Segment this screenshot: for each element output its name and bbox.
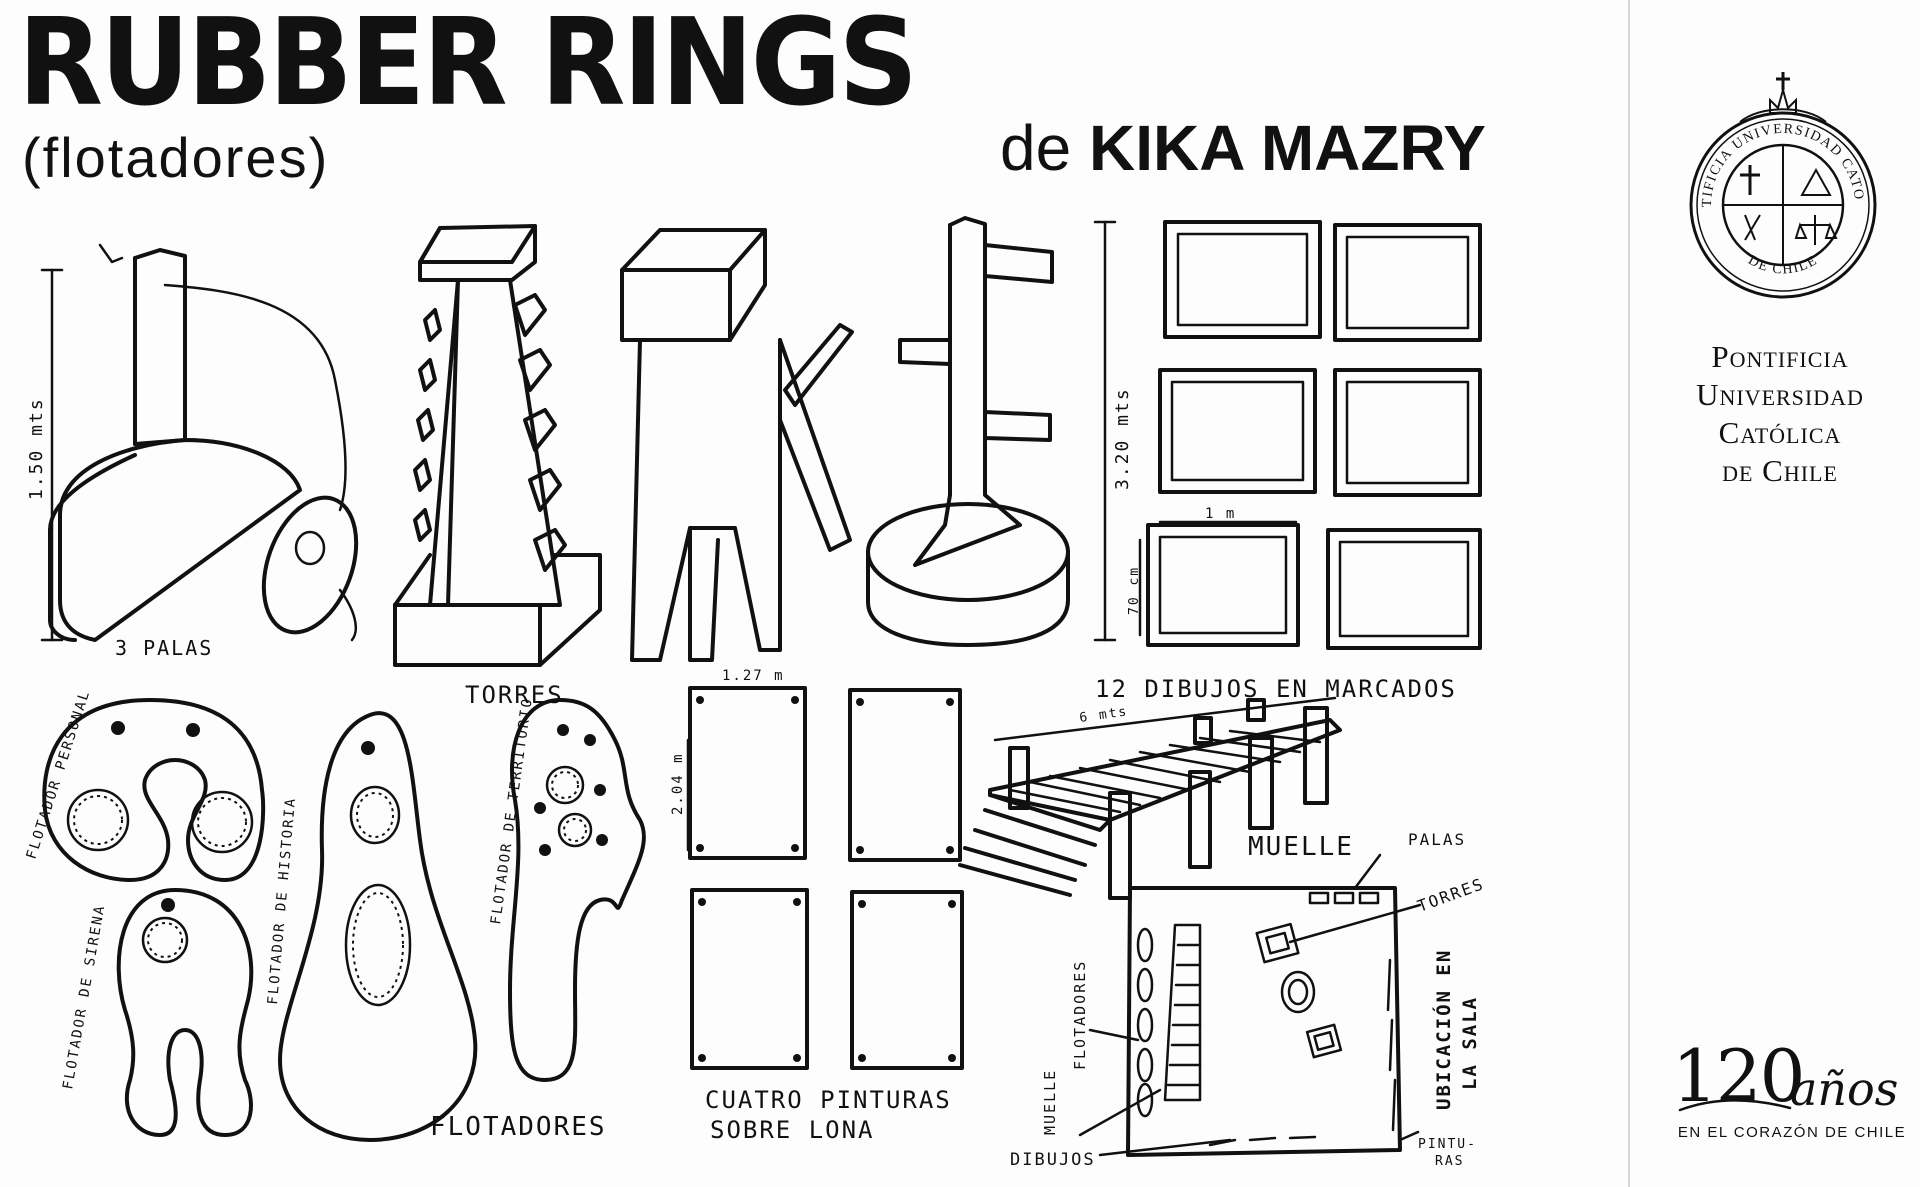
frames-height-label: 3.20 mts	[1112, 387, 1133, 490]
university-name-line-4: de Chile	[1722, 453, 1838, 488]
exhibition-subtitle: (flotadores)	[22, 126, 330, 189]
plan-muelle-label: MUELLE	[1041, 1069, 1059, 1135]
flotador-territorio-label: FLOTADOR DE TERRITORIO	[488, 696, 536, 925]
pinturas-caption-line-1: CUATRO PINTURAS	[705, 1086, 952, 1114]
anniversary-swoosh-icon	[1678, 1099, 1792, 1112]
pinturas-caption-line-2: SOBRE LONA	[710, 1116, 875, 1144]
flotador-personal-label: FLOTADOR PERSONAL	[24, 688, 94, 862]
canvas-width-label: 1.27 m	[722, 668, 785, 684]
plan-ubicacion-label-2: LA SALA	[1459, 996, 1481, 1090]
frame-height-label: 70 cm	[1127, 566, 1142, 615]
university-seal-icon: PONTIFICIA UNIVERSIDAD CATOLICA DE CHILE	[0, 0, 1877, 299]
plan-ubicacion-label-1: UBICACIÓN EN	[1431, 949, 1455, 1110]
seal-text-top: PONTIFICIA UNIVERSIDAD CATOLICA	[0, 0, 1866, 207]
plan-flotadores-label: FLOTADORES	[1071, 960, 1089, 1070]
flotadores-sketch	[42, 698, 646, 1142]
university-name: Pontificia Universidad Católica de Chile	[1640, 338, 1920, 490]
torres-caption: TORRES	[465, 681, 564, 709]
torre-3-sketch	[866, 216, 1070, 647]
canvas-height-label: 2.04 m	[670, 752, 686, 815]
palas-height-label: 1.50 mts	[26, 397, 47, 500]
pala-sketch	[40, 243, 359, 642]
pinturas-sketch	[686, 686, 964, 1070]
artist-prefix: de	[1000, 112, 1072, 184]
muelle-length-label: 6 mts	[1078, 704, 1129, 726]
floor-plan-sketch	[1078, 853, 1422, 1157]
muelle-sketch	[958, 696, 1342, 900]
exhibition-title: RUBBER RINGS	[18, 0, 918, 133]
university-name-line-3: Católica	[1718, 415, 1842, 450]
torre-2-sketch	[620, 228, 854, 662]
muelle-caption: MUELLE	[1248, 832, 1354, 862]
sidebar-divider	[1628, 0, 1630, 1187]
plan-torres-label: TORRES	[1415, 874, 1487, 916]
frames-caption: 12 DIBUJOS EN MARCADOS	[1095, 675, 1457, 703]
plan-palas-label: PALAS	[1408, 830, 1466, 849]
plan-pinturas-label-1: PINTU-	[1418, 1137, 1477, 1152]
plan-dibujos-label: DIBUJOS	[1010, 1150, 1096, 1170]
university-name-line-2: Universidad	[1696, 377, 1864, 412]
plan-pinturas-label-2: RAS	[1435, 1154, 1464, 1169]
torre-1-sketch	[393, 224, 602, 667]
frames-sketch	[1093, 220, 1482, 650]
frame-width-label: 1 m	[1205, 506, 1236, 522]
flotadores-caption: FLOTADORES	[430, 1112, 607, 1142]
anniversary-tagline: EN EL CORAZÓN DE CHILE	[1677, 1124, 1907, 1141]
artist-credit: de KIKA MAZRY	[1000, 116, 1486, 180]
anniversary-number: 120	[1672, 1034, 1805, 1118]
anniversary-word: años	[1790, 1062, 1899, 1116]
artist-name: KIKA MAZRY	[1088, 112, 1486, 184]
palas-caption: 3 PALAS	[115, 636, 213, 660]
flotador-sirena-label: FLOTADOR DE SIRENA	[60, 903, 108, 1091]
university-name-line-1: Pontificia	[1711, 339, 1849, 374]
flotador-historia-label: FLOTADOR DE HISTORIA	[265, 796, 299, 1005]
